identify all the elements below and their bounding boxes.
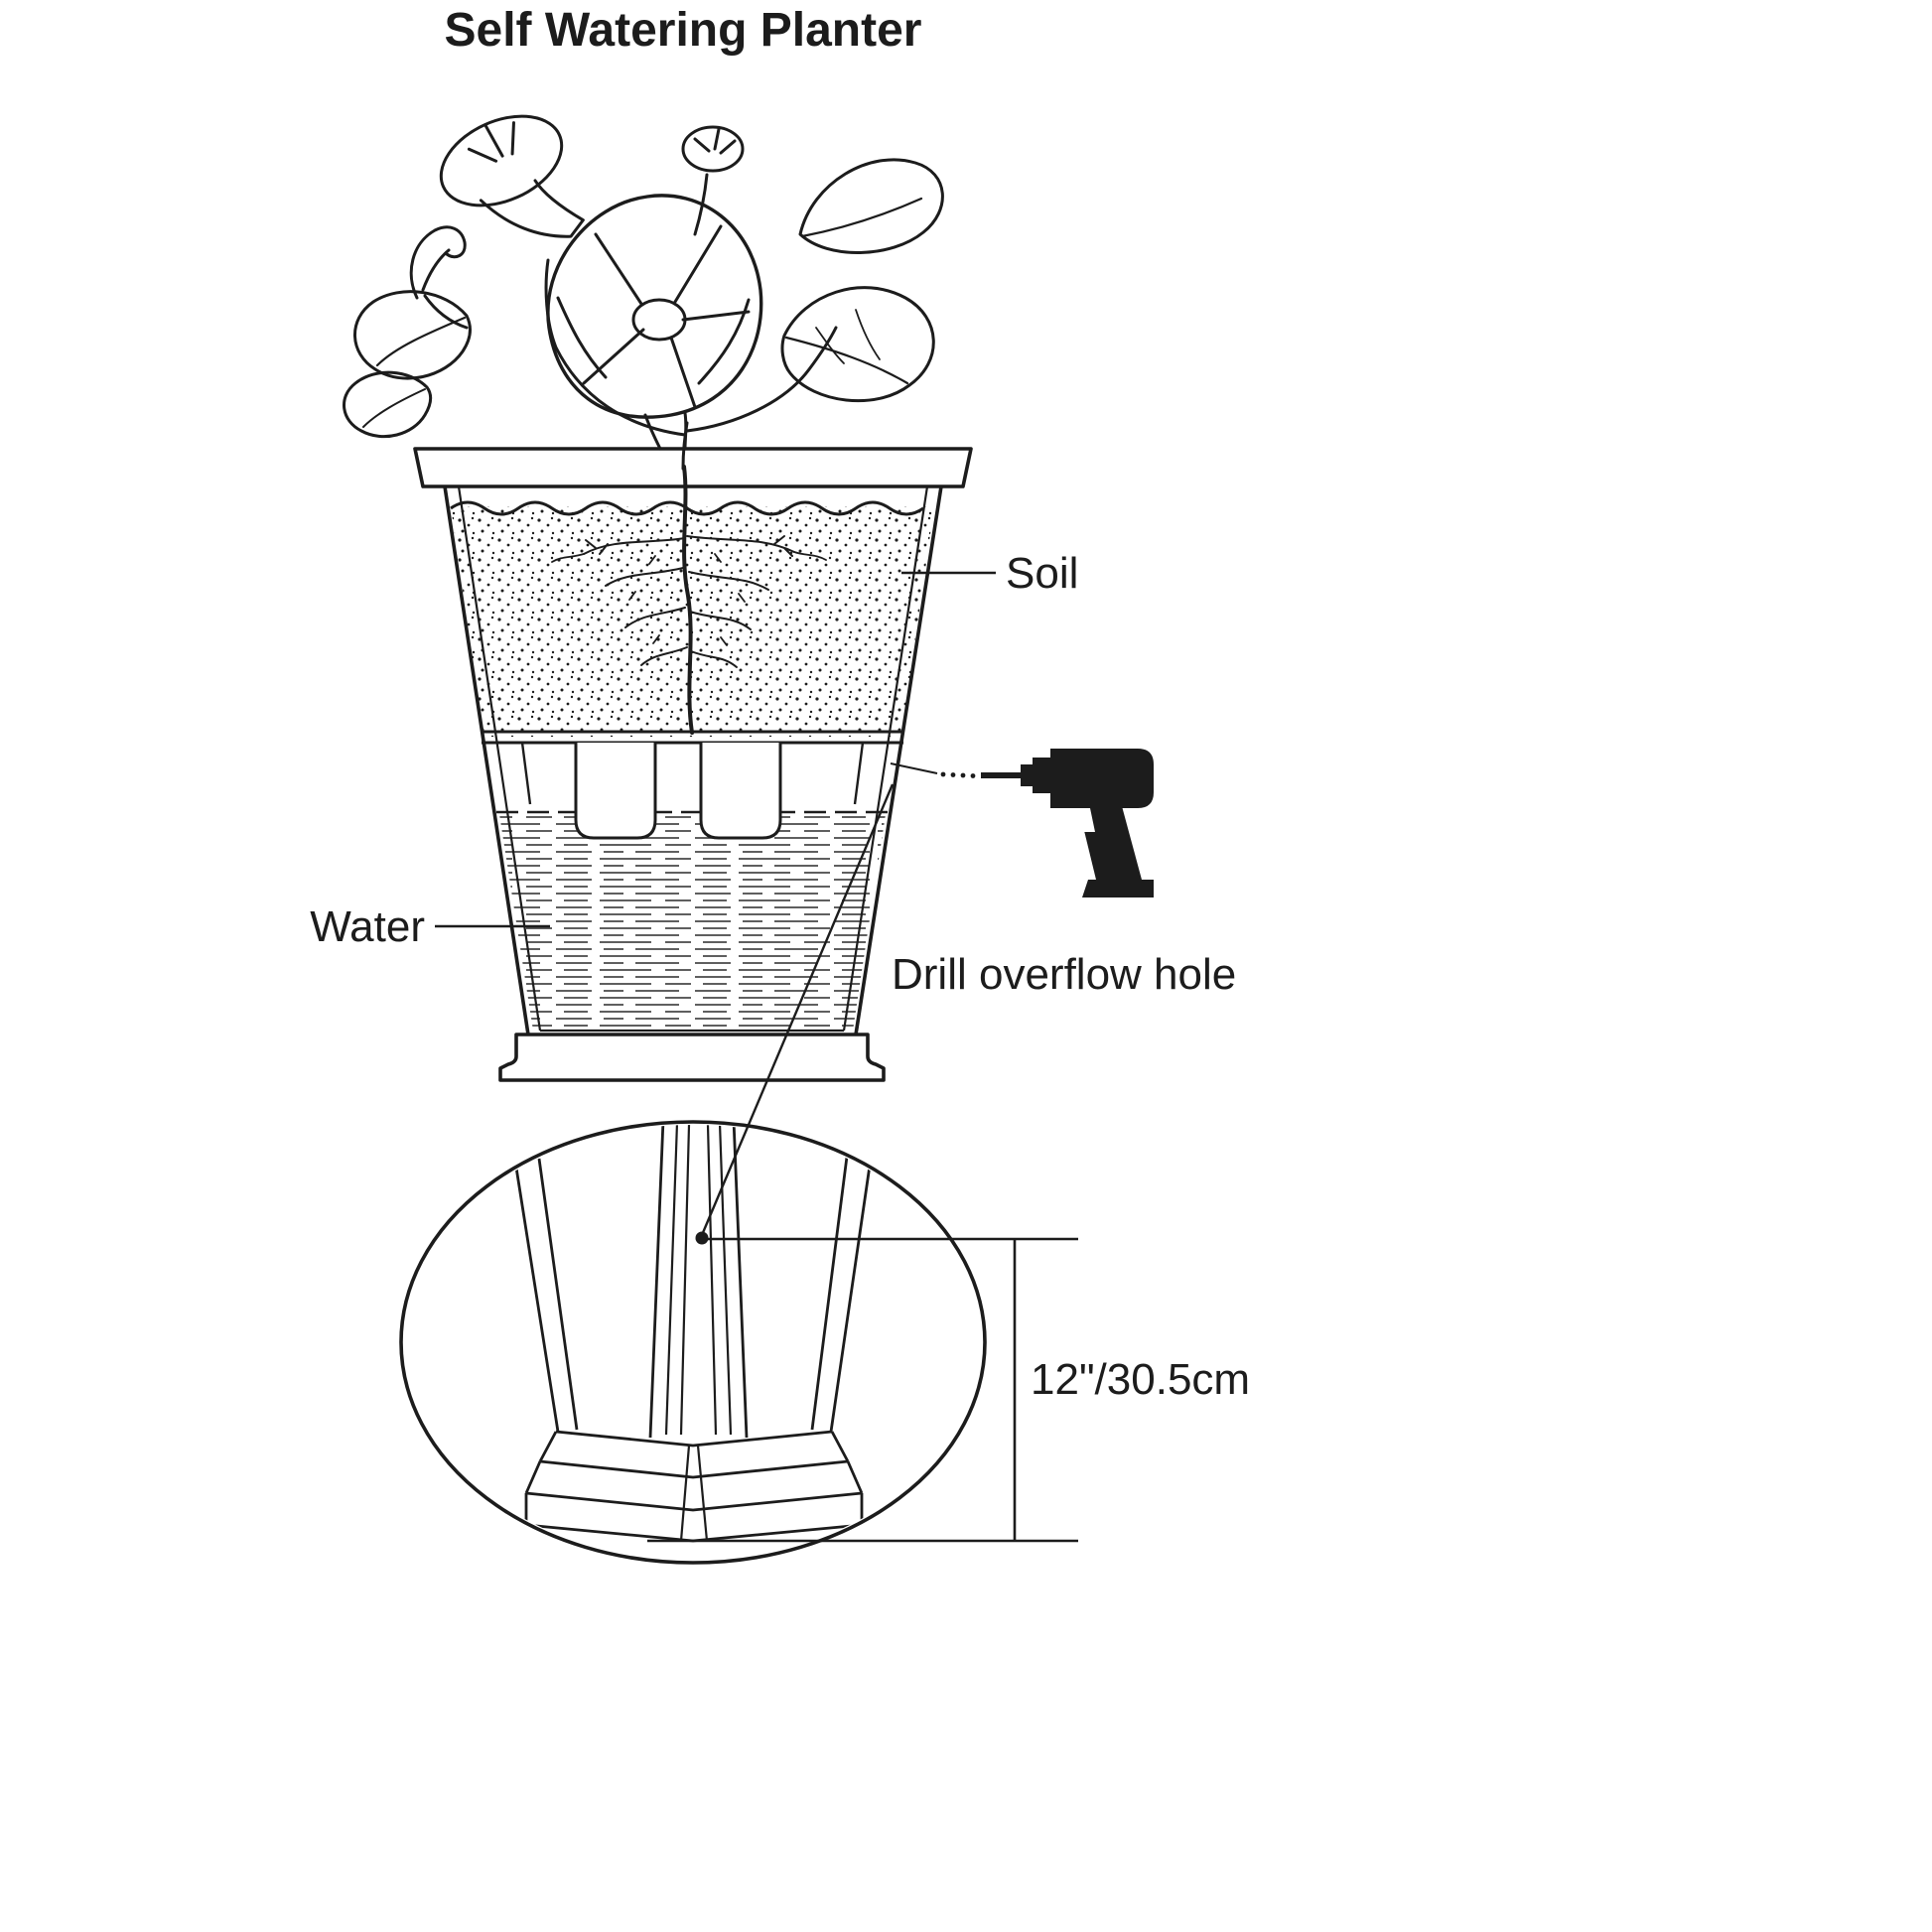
plant-illustration bbox=[343, 114, 944, 471]
pot-rim bbox=[413, 447, 973, 488]
leaves bbox=[343, 158, 944, 439]
drill-trigger bbox=[1078, 808, 1095, 832]
water-fill bbox=[499, 814, 886, 1031]
flower-bud bbox=[409, 225, 467, 300]
reservoir-area bbox=[482, 730, 903, 1031]
main-flower bbox=[546, 194, 763, 419]
roots bbox=[551, 465, 827, 735]
pot-base bbox=[498, 1033, 886, 1082]
zoom-pointer-line bbox=[700, 783, 895, 1236]
drill-icon bbox=[890, 749, 1154, 897]
plant-stems bbox=[423, 173, 838, 471]
zoom-detail bbox=[399, 1120, 987, 1565]
insert-shelf bbox=[482, 730, 903, 745]
overflow-hole-dot bbox=[695, 1231, 709, 1245]
measurement-label: 12"/30.5cm bbox=[1031, 1355, 1250, 1404]
water-label: Water bbox=[310, 902, 425, 951]
drill-overflow-label: Drill overflow hole bbox=[892, 950, 1236, 999]
small-flower bbox=[681, 125, 745, 173]
soil-label: Soil bbox=[1006, 549, 1078, 598]
drill-leader-line bbox=[890, 762, 938, 774]
planter-base-detail bbox=[514, 1125, 872, 1543]
pot-walls-inner bbox=[457, 485, 929, 1032]
side-flower bbox=[439, 114, 585, 238]
planter-outline bbox=[413, 447, 973, 1082]
soil-area bbox=[450, 465, 934, 737]
callouts: Soil Water Drill overflow hole bbox=[310, 549, 1236, 999]
wicking-cups bbox=[574, 743, 782, 840]
pot-walls-outer bbox=[443, 485, 943, 1035]
measurement bbox=[647, 1237, 1078, 1543]
diagram-title: Self Watering Planter bbox=[445, 4, 922, 57]
zoom-circle bbox=[399, 1120, 987, 1565]
